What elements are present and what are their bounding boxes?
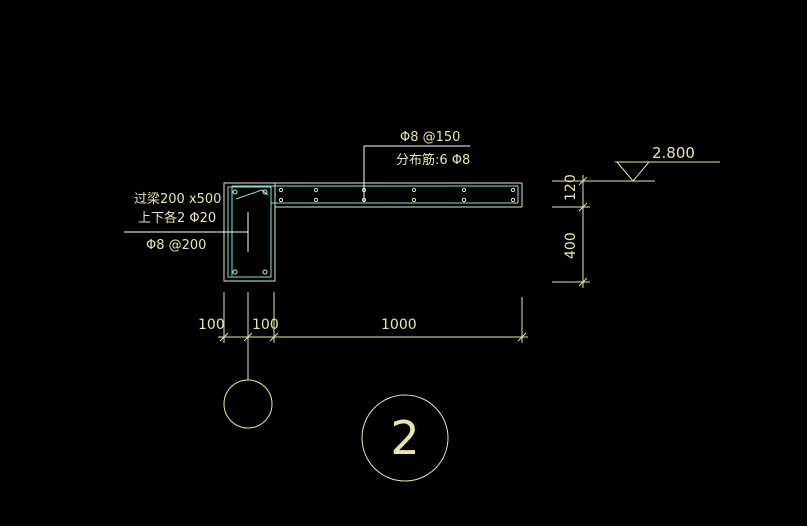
h-tick bbox=[219, 332, 229, 342]
v-tick bbox=[578, 277, 588, 287]
detail-number: 2 bbox=[390, 411, 419, 465]
vertical-dimension bbox=[552, 175, 590, 288]
rebar-dot bbox=[510, 197, 516, 203]
h-tick bbox=[269, 332, 279, 342]
rebar-dot bbox=[262, 189, 268, 195]
axis-circle bbox=[223, 379, 273, 429]
beam-main-rebar-label: 上下各2 Φ20 bbox=[138, 210, 216, 226]
elevation-value: 2.800 bbox=[652, 144, 695, 162]
v-dim-text-1: 120 bbox=[563, 174, 579, 201]
h-tick bbox=[243, 332, 253, 342]
h-dim-text-1: 100 bbox=[198, 317, 225, 333]
axis-bubble bbox=[223, 343, 273, 429]
v-tick bbox=[578, 176, 588, 186]
h-dim-text-2: 100 bbox=[252, 317, 279, 333]
beam-size-label: 过梁200 x500 bbox=[134, 192, 221, 207]
rebar-dot bbox=[313, 197, 319, 203]
slab-top-bar bbox=[231, 185, 519, 276]
v-dim-text-2: 400 bbox=[563, 232, 579, 259]
h-tick bbox=[517, 332, 527, 342]
rebar-dot bbox=[278, 197, 284, 203]
reinforcement bbox=[227, 185, 519, 278]
elevation-triangle bbox=[616, 161, 650, 182]
rebar-dot bbox=[232, 269, 238, 275]
beam-main-bars bbox=[232, 189, 268, 275]
horizontal-dimension bbox=[218, 292, 528, 343]
beam-stirrup-label: Φ8 @200 bbox=[146, 238, 206, 253]
slab-top-rebar-label: Φ8 @150 bbox=[400, 130, 460, 145]
rebar-dot bbox=[510, 187, 516, 193]
h-dim-text-3: 1000 bbox=[381, 317, 417, 333]
rebar-dot bbox=[411, 197, 417, 203]
rebar-dot bbox=[461, 187, 467, 193]
rebar-dot bbox=[232, 189, 238, 195]
leader-lines bbox=[124, 145, 470, 252]
slab-distribution-label: 分布筋:6 Φ8 bbox=[396, 152, 470, 168]
rebar-dot bbox=[278, 187, 284, 193]
rebar-dot bbox=[411, 187, 417, 193]
elevation-marker bbox=[582, 161, 720, 182]
rebar-dot bbox=[461, 197, 467, 203]
detail-number-circle bbox=[361, 394, 449, 482]
v-tick bbox=[578, 202, 588, 212]
rebar-dot bbox=[313, 187, 319, 193]
slab-distribution-bars bbox=[278, 187, 516, 203]
rebar-dot bbox=[262, 269, 268, 275]
concrete-outline bbox=[223, 182, 523, 282]
